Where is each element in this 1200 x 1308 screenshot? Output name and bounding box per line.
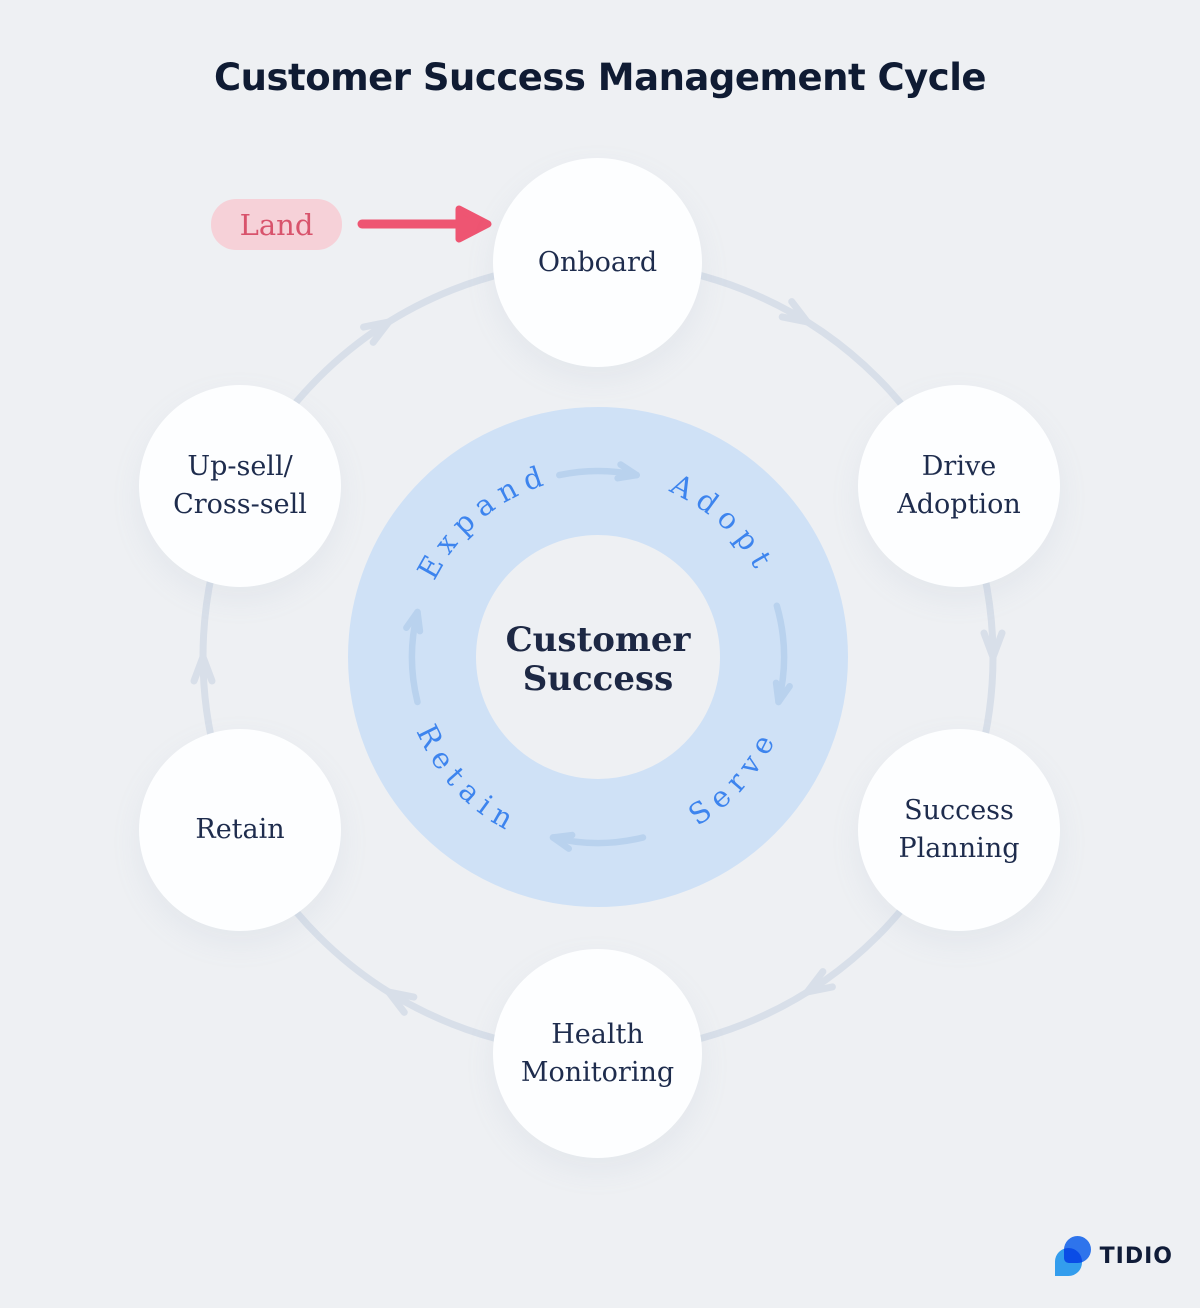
stage-label: Monitoring <box>520 1056 675 1088</box>
land-annotation-label: Land <box>239 207 314 242</box>
stage-label: Planning <box>898 833 1020 864</box>
center-label-line1: Customer <box>505 620 691 661</box>
stage-circle-upsell-cross-sell: Up-sell/ Cross-sell <box>139 385 341 587</box>
stage-label: Adoption <box>897 489 1021 520</box>
stage-label: Health <box>551 1018 644 1050</box>
center-label: Customer Success <box>448 600 748 719</box>
stage-circle-retain: Retain <box>139 729 341 931</box>
tidio-logo-icon <box>1054 1236 1091 1276</box>
inner-arrowhead-right-icon <box>772 679 793 706</box>
cycle-arrowhead-bottom-right-icon <box>803 968 836 996</box>
land-arrow-icon <box>357 205 492 243</box>
stage-label: Success <box>904 795 1014 827</box>
stage-label: Onboard <box>537 246 658 278</box>
inner-arrowhead-bottom-icon <box>549 831 576 852</box>
inner-arrowhead-top-icon <box>614 461 640 482</box>
cycle-arrowhead-right-icon <box>980 629 1006 661</box>
stage-circle-onboard: Onboard <box>493 158 702 367</box>
tidio-logo-text: TIDIO <box>1099 1243 1173 1269</box>
inner-ring-arrows <box>403 461 793 852</box>
center-label-line2: Success <box>522 658 674 699</box>
stage-label: Cross-sell <box>173 489 307 520</box>
inner-arrowhead-left-icon <box>403 608 424 635</box>
stage-label: Drive <box>921 451 997 483</box>
land-annotation-pill: Land <box>211 199 342 250</box>
stage-circle-health-monitoring: Health Monitoring <box>493 949 702 1158</box>
stage-label: Retain <box>195 814 285 846</box>
stage-circle-drive-adoption: Drive Adoption <box>858 385 1060 587</box>
cycle-arrowhead-bottom-left-icon <box>385 988 418 1016</box>
outer-cycle-arrowheads <box>190 298 1006 1016</box>
stage-label: Up-sell/ <box>187 451 293 483</box>
cycle-arrowhead-top-right-icon <box>778 298 811 326</box>
tidio-logo: TIDIO <box>1054 1236 1173 1276</box>
stage-circle-success-planning: Success Planning <box>858 729 1060 931</box>
cycle-arrowhead-left-icon <box>190 653 216 685</box>
cycle-arrowhead-top-left-icon <box>360 318 393 346</box>
page-title: Customer Success Management Cycle <box>214 56 987 99</box>
chat-bubble-front-icon <box>1054 1248 1082 1276</box>
